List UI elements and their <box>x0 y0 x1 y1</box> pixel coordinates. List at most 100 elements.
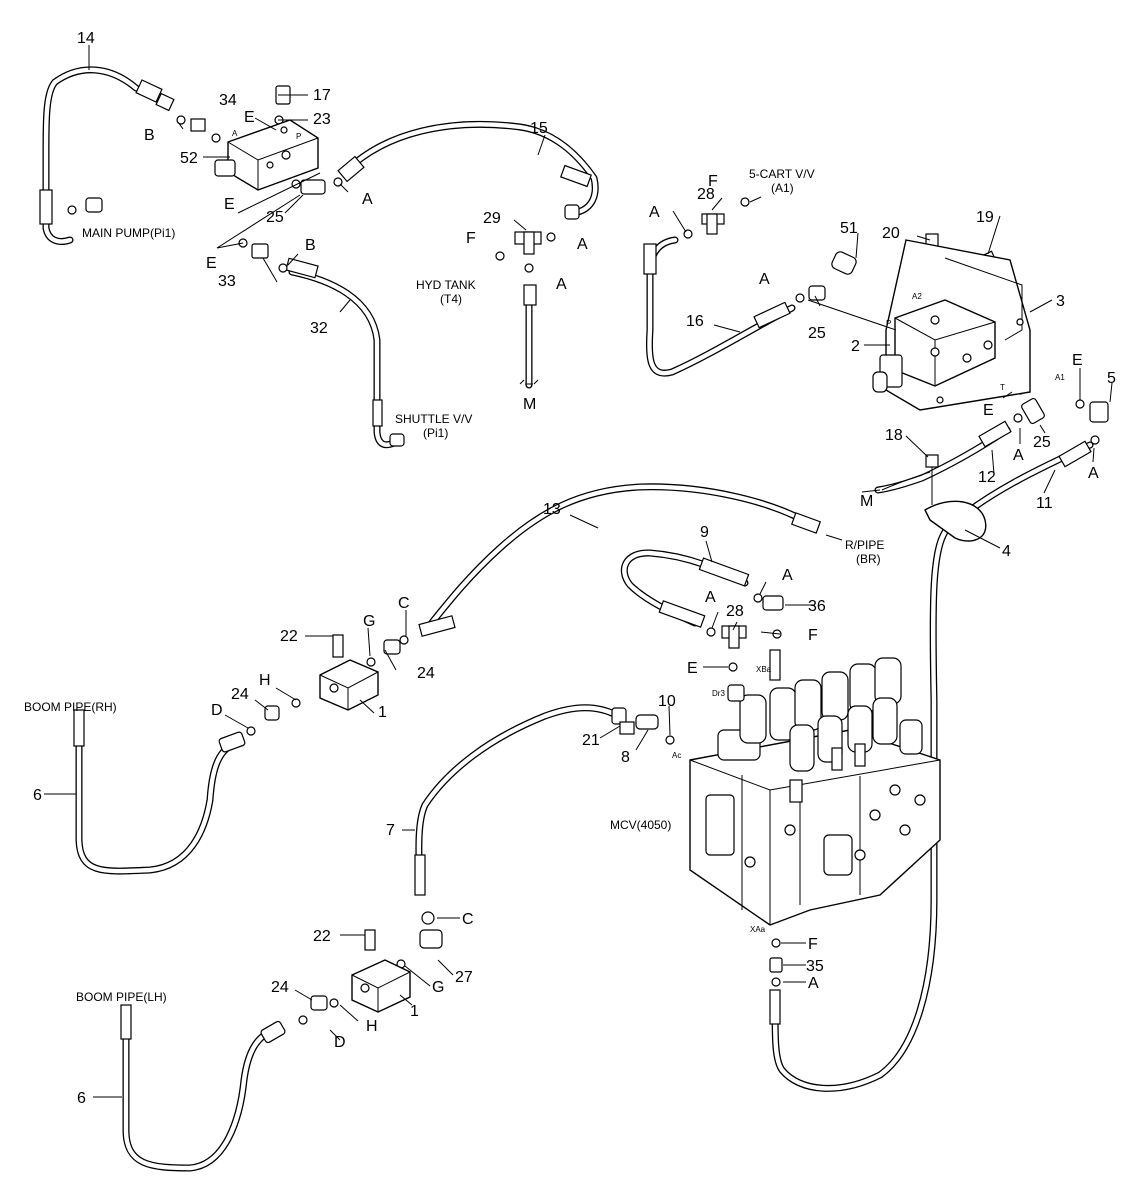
seal-label-a: A <box>1088 465 1099 482</box>
part-label-7: 7 <box>386 822 395 839</box>
part-label-25: 24 <box>417 665 435 682</box>
seal-label-e: E <box>687 660 698 677</box>
part-label-18: 18 <box>885 427 903 444</box>
bracket-3 <box>944 257 1024 341</box>
o-rings <box>176 115 1100 1025</box>
seal-label-h: H <box>366 1018 378 1035</box>
part-label-17: 17 <box>313 87 331 104</box>
seal-label-c: C <box>398 595 410 612</box>
part-label-28: 28 <box>726 603 744 620</box>
port-label-a2: A2 <box>912 292 922 301</box>
part-label-8: 8 <box>621 749 630 766</box>
seal-label-e: E <box>224 196 235 213</box>
part-label-10: 10 <box>658 693 676 710</box>
seal-label-a: A <box>808 975 819 992</box>
seal-label-e: E <box>983 402 994 419</box>
hose-13 <box>426 483 816 629</box>
connection-labels: MAIN PUMP(Pi1) SHUTTLE V/V (Pi1) HYD TAN… <box>24 167 884 1004</box>
part-label-11: 11 <box>1036 495 1053 512</box>
block-1-lower <box>351 959 411 1013</box>
hose-16 <box>645 236 796 377</box>
part-label-27: 27 <box>455 969 473 986</box>
seal-label-f: F <box>808 936 818 953</box>
seal-label-a: A <box>362 191 373 208</box>
valve-block-52 <box>214 119 319 191</box>
part-label-24-a: 24 <box>231 686 249 703</box>
part-label-9: 9 <box>700 524 709 541</box>
seal-label-e: E <box>206 255 217 272</box>
part-label-1-b: 1 <box>410 1003 419 1020</box>
part-label-26-a: 25 <box>266 209 284 226</box>
seal-label-h: H <box>259 672 271 689</box>
seal-label-c: C <box>462 911 474 928</box>
hose-14 <box>42 66 140 245</box>
part-label-6-b: 6 <box>77 1090 86 1107</box>
seal-label-a: A <box>782 567 793 584</box>
seal-label-f: F <box>708 173 718 190</box>
port-label-xaa: XAa <box>750 925 766 934</box>
port-label-xba: XBa <box>756 665 772 674</box>
part-label-4: 4 <box>1002 543 1011 560</box>
part-label-20: 20 <box>882 225 900 242</box>
part-label-1-a: 1 <box>378 704 387 721</box>
clamp-m-line <box>519 379 931 491</box>
port-label-p: P <box>886 319 891 328</box>
part-label-32: 32 <box>310 320 328 337</box>
shuttle-valve-port-label: (Pi1) <box>423 426 448 440</box>
seal-label-g: G <box>363 613 375 630</box>
seal-letter-labels: B E E A E B F A A F A A E E A A C G H D … <box>144 109 1099 1051</box>
part-number-labels: 14 34 17 23 52 25 33 32 15 29 28 51 20 1… <box>33 30 1116 1107</box>
part-label-24-b: 24 <box>271 979 289 996</box>
r-pipe-port-label: (BR) <box>856 552 881 566</box>
seal-label-d: D <box>334 1034 346 1051</box>
part-label-19: 19 <box>976 209 994 226</box>
part-label-52: 52 <box>180 150 198 167</box>
seal-label-e: E <box>244 109 255 126</box>
hose-15 <box>341 120 599 216</box>
mcv-label: MCV(4050) <box>610 818 671 832</box>
part-label-5: 5 <box>1107 370 1116 387</box>
part-label-12: 12 <box>978 469 996 486</box>
cart-valve-port-label: (A1) <box>771 181 794 195</box>
m-label-top: M <box>523 396 536 413</box>
part-label-33: 33 <box>218 273 236 290</box>
port-label-ac: Ac <box>672 751 681 760</box>
seal-label-a: A <box>705 589 716 606</box>
hose-32 <box>288 268 400 449</box>
clamp-4 <box>924 454 987 542</box>
leader-lines <box>44 45 1113 1098</box>
seal-label-a: A <box>577 236 588 253</box>
port-label-a1: A1 <box>1055 373 1065 382</box>
part-label-22-a: 22 <box>280 628 298 645</box>
seal-label-a: A <box>759 271 770 288</box>
part-label-26-c: 25 <box>1033 434 1051 451</box>
part-label-21: 21 <box>582 732 600 749</box>
block-1-upper <box>319 659 379 711</box>
part-label-22-b: 22 <box>313 928 331 945</box>
seal-label-g: G <box>432 979 444 996</box>
m-label-clamp: M <box>860 493 873 510</box>
port-label-dr3: Dr3 <box>712 689 725 698</box>
part-label-15: 15 <box>530 120 548 137</box>
part-label-51: 51 <box>840 220 858 237</box>
part-label-26-b: 25 <box>808 325 826 342</box>
hose-7 <box>415 704 622 894</box>
seal-label-a: A <box>1013 447 1024 464</box>
part-label-3: 3 <box>1056 293 1065 310</box>
part-label-6-a: 6 <box>33 787 42 804</box>
port-label-p: P <box>296 132 301 141</box>
part-label-23: 23 <box>313 111 331 128</box>
seal-label-e: E <box>1072 352 1083 369</box>
boom-pipe-rh-label: BOOM PIPE(RH) <box>24 700 117 714</box>
seal-label-d: D <box>211 702 223 719</box>
port-labels: A P P A2 T A1 XBa Dr3 Ac XAa <box>232 129 1065 934</box>
part-label-36: 36 <box>808 598 826 615</box>
seal-label-b: B <box>144 127 155 144</box>
mcv-body <box>689 649 941 926</box>
hyd-tank-label: HYD TANK <box>416 278 476 292</box>
part-label-34: 34 <box>219 92 237 109</box>
port-label-t: T <box>1000 383 1005 392</box>
part-label-29: 29 <box>483 210 501 227</box>
seal-label-f: F <box>466 230 476 247</box>
